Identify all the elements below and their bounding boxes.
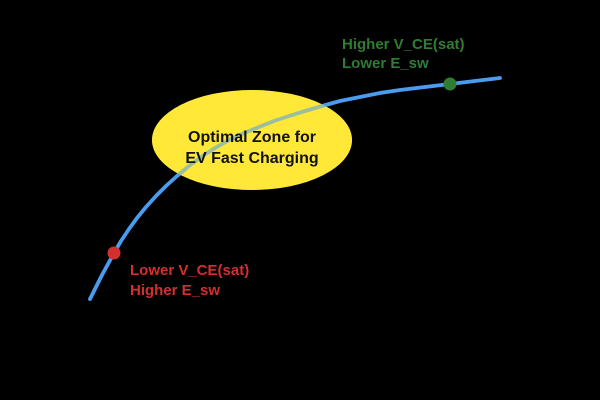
optimal-zone-tint-overlay (152, 90, 352, 190)
higher-vce-label-line2: Lower E_sw (342, 55, 429, 72)
lower-vce-label-line1: Lower V_CE(sat) (130, 262, 250, 279)
tradeoff-curve-line (88, 76, 502, 301)
higher-vce-point (443, 77, 457, 91)
higher-vce-label: Higher V_CE(sat) Lower E_sw (342, 35, 465, 73)
lower-vce-label-line2: Higher E_sw (130, 282, 221, 299)
optimal-zone-label-line1: Optimal Zone for (188, 129, 316, 146)
optimal-zone-label: Optimal Zone for EV Fast Charging (152, 127, 352, 169)
lower-vce-label: Lower V_CE(sat) Higher E_sw (130, 261, 249, 301)
lower-vce-point (107, 246, 121, 260)
optimal-zone-ellipse (152, 90, 352, 190)
optimal-zone-label-line2: EV Fast Charging (185, 150, 319, 167)
higher-vce-label-line1: Higher V_CE(sat) (342, 36, 465, 53)
